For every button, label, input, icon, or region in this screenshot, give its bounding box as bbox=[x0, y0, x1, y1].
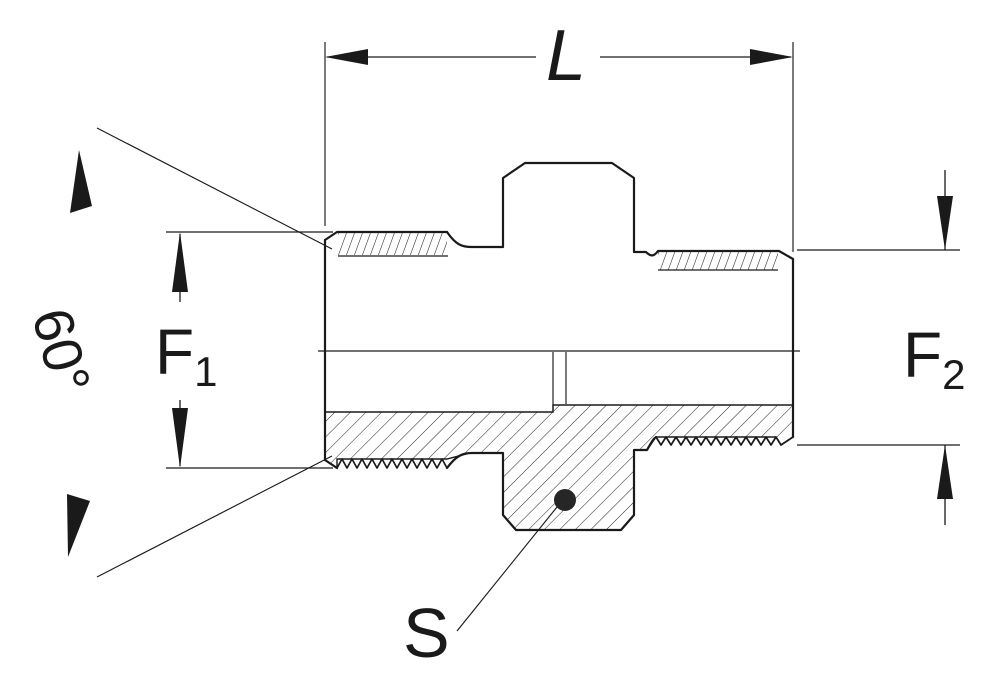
angle-arrowhead-lower bbox=[67, 494, 90, 557]
hex-size-marker-dot bbox=[554, 489, 576, 511]
lower-profile bbox=[445, 435, 658, 532]
hex-size-label: S bbox=[403, 594, 450, 672]
hex-size-callout: S bbox=[403, 489, 576, 672]
f2-label: F2 bbox=[903, 319, 965, 398]
f2-arrowhead-down bbox=[937, 196, 953, 250]
upper-profile bbox=[445, 161, 795, 439]
left-bottom-chamfer bbox=[323, 458, 339, 470]
length-dimension: L bbox=[324, 16, 794, 252]
angle-ray-upper bbox=[96, 127, 333, 250]
fitting-body bbox=[318, 161, 800, 532]
cone-angle-label: 60° bbox=[20, 302, 103, 400]
f1-arrowhead-down bbox=[172, 408, 188, 468]
angle-ray-lower bbox=[96, 455, 333, 578]
arrowhead-right bbox=[750, 49, 793, 65]
right-thread-hatch bbox=[658, 252, 778, 270]
length-label: L bbox=[546, 16, 586, 96]
f2-arrowhead-up bbox=[937, 445, 953, 499]
right-thread-bottom-teeth bbox=[655, 436, 794, 446]
f1-label: F1 bbox=[155, 316, 217, 395]
f2-dimension: F2 bbox=[797, 170, 965, 525]
left-thread-bottom-teeth bbox=[336, 458, 448, 469]
left-thread-hatch bbox=[338, 233, 447, 255]
left-thread-top-crest bbox=[323, 230, 449, 242]
hex-size-leader-line bbox=[456, 506, 558, 632]
f1-arrowhead-up bbox=[172, 232, 188, 292]
section-hatch-region bbox=[324, 404, 794, 531]
angle-arrowhead-upper bbox=[70, 150, 92, 213]
arrowhead-left bbox=[325, 49, 368, 65]
f1-dimension: F1 bbox=[155, 231, 333, 469]
